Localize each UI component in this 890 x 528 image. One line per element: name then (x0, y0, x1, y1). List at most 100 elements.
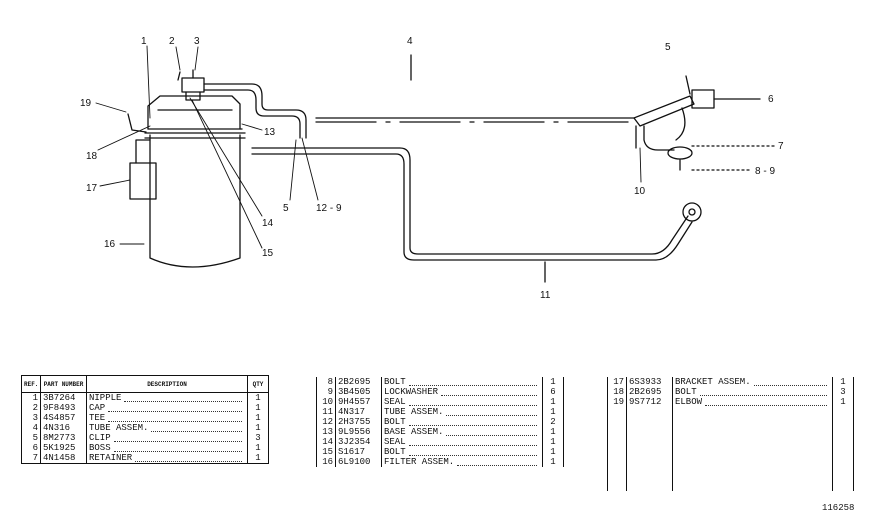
filter-canister (144, 95, 246, 268)
bracket-assembly-17 (127, 113, 157, 200)
description-label: SEAL (384, 397, 406, 407)
callout-5: 5 (665, 42, 671, 53)
part-number-cell: 6S3933 (626, 377, 673, 388)
ref-cell: 3 (21, 413, 41, 423)
parts-table-1: REF. NO. PART NUMBER DESCRIPTION QTY 13B… (21, 375, 269, 464)
leader-dots (408, 449, 537, 456)
qty-cell: 3 (840, 387, 846, 398)
qty-cell: 1 (255, 443, 261, 453)
part-number-cell: 9H4557 (335, 397, 382, 407)
part-number-cell: 6L9100 (335, 457, 382, 467)
qty-cell: 1 (550, 407, 556, 417)
ref-cell: 4 (21, 423, 41, 433)
return-line (203, 83, 307, 139)
description-label: BOLT (384, 377, 406, 387)
description-label: CAP (89, 403, 106, 413)
description-label: NIPPLE (89, 393, 122, 403)
callout-10: 10 (634, 186, 646, 197)
qty-cell: 1 (550, 457, 556, 467)
ref-cell: 19 (607, 397, 627, 408)
description-label: BASE ASSEM. (384, 427, 444, 437)
part-number-cell: 9S7712 (626, 397, 673, 408)
description-cell: LOCKWASHER (381, 387, 543, 397)
callout-6: 6 (768, 94, 774, 105)
ref-cell: 17 (607, 377, 627, 388)
callout-15: 15 (262, 248, 274, 259)
description-cell: SEAL (381, 397, 543, 407)
part-number-cell: 2B2695 (626, 387, 673, 398)
ref-cell: 16 (316, 457, 336, 467)
qty-cell: 1 (550, 377, 556, 387)
callout-8-9: 8 - 9 (755, 166, 775, 177)
description-label: FILTER ASSEM. (384, 457, 455, 467)
part-number-cell: 2H3755 (335, 417, 382, 427)
description-cell: TUBE ASSEM. (86, 423, 248, 433)
ref-cell: 1 (21, 392, 41, 403)
leader-lines (95, 45, 642, 249)
part-number-cell: 4S4857 (40, 413, 87, 423)
description-label: TEE (89, 413, 106, 423)
qty-cell: 6 (550, 387, 556, 397)
description-cell: FILTER ASSEM. (381, 457, 543, 467)
leader-dots (753, 379, 827, 386)
description-label: BOSS (89, 443, 111, 453)
callout-labels: 1 2 3 4 5 6 7 8 - 9 10 5 12 - 9 11 13 14… (80, 36, 784, 301)
qty-cell: 1 (840, 397, 846, 408)
callout-19: 19 (80, 98, 92, 109)
callout-17: 17 (86, 183, 98, 194)
description-cell: BOLT (381, 377, 543, 387)
description-label: CLIP (89, 433, 111, 443)
qty-cell: 1 (550, 447, 556, 457)
description-label: BOLT (675, 387, 697, 398)
description-label: LOCKWASHER (384, 387, 439, 397)
leader-dots (408, 379, 537, 386)
description-cell: RETAINER (86, 453, 248, 464)
leader-dots (457, 459, 537, 466)
tube-assembly-4 (315, 54, 635, 123)
empty-cell (672, 407, 833, 491)
part-number-cell: 4N1458 (40, 453, 87, 464)
qty-cell: 1 (255, 413, 261, 423)
empty-cell (833, 408, 854, 491)
header-qty: QTY (247, 375, 269, 393)
part-number-cell: 3J2354 (335, 437, 382, 447)
part-number-cell: 4N316 (40, 423, 87, 433)
description-label: BRACKET ASSEM. (675, 377, 751, 387)
right-bracket (633, 75, 777, 171)
tee-fitting (177, 69, 205, 101)
leader-dots (446, 409, 537, 416)
part-number-cell: 2B2695 (335, 377, 382, 387)
ref-cell: 18 (607, 387, 627, 398)
description-cell: BOLT (381, 417, 543, 427)
description-label: SEAL (384, 437, 406, 447)
header-part-number: PART NUMBER (40, 375, 87, 393)
table-header-row: REF. NO. PART NUMBER DESCRIPTION QTY (21, 375, 269, 393)
part-number-cell: S1617 (335, 447, 382, 457)
part-number-cell: 3B7264 (40, 392, 87, 403)
leader-dots (408, 419, 537, 426)
leader-dots (135, 455, 242, 462)
qty-cell: 1 (550, 437, 556, 447)
description-cell: CLIP (86, 433, 248, 443)
description-cell: BOLT (672, 387, 833, 398)
description-cell: TEE (86, 413, 248, 423)
header-description: DESCRIPTION (86, 375, 248, 393)
description-cell: SEAL (381, 437, 543, 447)
empty-cell (626, 407, 673, 491)
description-label: RETAINER (89, 453, 133, 463)
